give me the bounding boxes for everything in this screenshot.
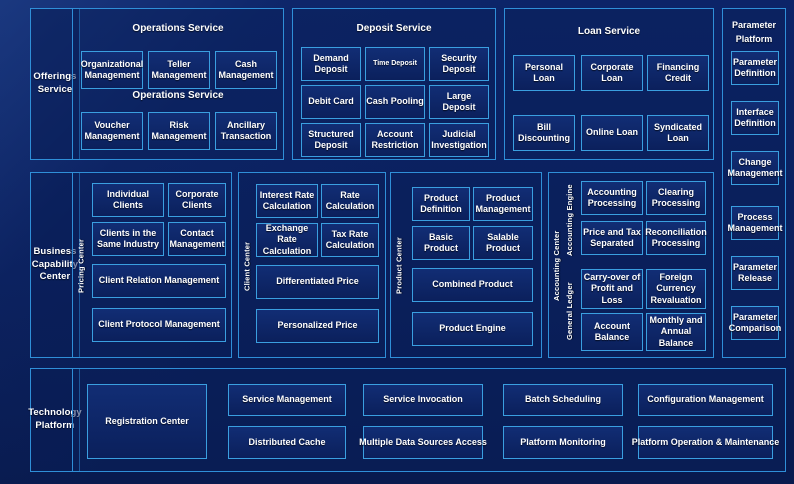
node-monthly-and-annual-balance[interactable]: Monthly and Annual Balance — [646, 313, 706, 351]
node-parameter-definition[interactable]: Parameter Definition — [731, 51, 779, 85]
group-title-parameter-platform: Parameter Platform — [731, 20, 777, 44]
node-client-protocol-management[interactable]: Client Protocol Management — [92, 308, 226, 342]
group-client-center[interactable]: Client Center Interest Rate Calculation … — [238, 172, 386, 358]
node-structured-deposit[interactable]: Structured Deposit — [301, 123, 361, 157]
tier-label-technology-platform-text: Technology Platform — [28, 407, 82, 431]
node-carry-over-of-profit-and-loss[interactable]: Carry-over of Profit and Loss — [581, 269, 643, 309]
tier-label-business-capability-center-text: Business Capability Center — [31, 245, 79, 283]
node-interest-rate-calculation[interactable]: Interest Rate Calculation — [256, 184, 318, 218]
node-basic-product[interactable]: Basic Product — [412, 226, 470, 260]
node-change-management[interactable]: Change Management — [728, 151, 783, 185]
node-configuration-management[interactable]: Configuration Management — [638, 384, 773, 416]
vertical-label-general-ledger: General Ledger — [565, 282, 574, 340]
node-corporate-clients[interactable]: Corporate Clients — [168, 183, 226, 217]
node-process-management[interactable]: Process Management — [728, 206, 783, 240]
node-syndicated-loan[interactable]: Syndicated Loan — [647, 115, 709, 151]
node-batch-scheduling[interactable]: Batch Scheduling — [503, 384, 623, 416]
node-corporate-loan[interactable]: Corporate Loan — [581, 55, 643, 91]
node-reconciliation-processing[interactable]: Reconciliation Processing — [645, 221, 707, 255]
node-contact-management[interactable]: Contact Management — [168, 222, 226, 256]
tier-label-offerings-service[interactable]: Offerings Service — [30, 8, 80, 160]
node-individual-clients[interactable]: Individual Clients — [92, 183, 164, 217]
node-foreign-currency-revaluation[interactable]: Foreign Currency Revaluation — [646, 269, 706, 309]
node-financing-credit[interactable]: Financing Credit — [647, 55, 709, 91]
node-multiple-data-sources-access[interactable]: Multiple Data Sources Access — [359, 426, 487, 459]
node-combined-product[interactable]: Combined Product — [412, 268, 533, 302]
node-parameter-comparison[interactable]: Parameter Comparison — [729, 306, 781, 340]
node-account-balance[interactable]: Account Balance — [581, 313, 643, 351]
group-title-deposit-service: Deposit Service — [356, 23, 432, 34]
vertical-label-client-center: Client Center — [242, 241, 252, 291]
vertical-label-accounting-engine: Accounting Engine — [565, 184, 574, 256]
node-ancillary-transaction[interactable]: Ancillary Transaction — [215, 112, 277, 150]
group-parameter-platform[interactable]: Parameter Platform Parameter Definition … — [722, 8, 786, 358]
node-parameter-release[interactable]: Parameter Release — [731, 256, 779, 290]
vertical-label-product-center: Product Center — [394, 237, 404, 295]
node-rate-calculation[interactable]: Rate Calculation — [321, 184, 379, 218]
node-organizational-management[interactable]: Organizational Management — [81, 51, 143, 89]
node-service-invocation[interactable]: Service Invocation — [363, 384, 483, 416]
node-client-relation-management[interactable]: Client Relation Management — [92, 264, 226, 298]
node-platform-monitoring[interactable]: Platform Monitoring — [503, 426, 623, 459]
node-clients-in-the-same-industry[interactable]: Clients in the Same Industry — [92, 222, 164, 256]
tier-label-offerings-service-text: Offerings Service — [33, 71, 77, 95]
group-pricing-center[interactable]: Pricing Center Individual Clients Corpor… — [72, 172, 232, 358]
node-product-management[interactable]: Product Management — [473, 187, 533, 221]
group-subtitle-operations-service: Operations Service — [132, 90, 224, 101]
node-differentiated-price[interactable]: Differentiated Price — [256, 265, 379, 299]
node-judicial-investigation[interactable]: Judicial Investigation — [429, 123, 489, 157]
node-salable-product[interactable]: Salable Product — [473, 226, 533, 260]
node-clearing-processing[interactable]: Clearing Processing — [646, 181, 706, 215]
node-distributed-cache[interactable]: Distributed Cache — [228, 426, 346, 459]
node-product-definition[interactable]: Product Definition — [412, 187, 470, 221]
group-technology-platform[interactable]: Registration Center Service Management D… — [72, 368, 786, 472]
node-teller-management[interactable]: Teller Management — [148, 51, 210, 89]
node-registration-center[interactable]: Registration Center — [87, 384, 207, 459]
node-voucher-management[interactable]: Voucher Management — [81, 112, 143, 150]
node-price-and-tax-separated[interactable]: Price and Tax Separated — [581, 221, 643, 255]
node-tax-rate-calculation[interactable]: Tax Rate Calculation — [321, 223, 379, 257]
node-debit-card[interactable]: Debit Card — [301, 85, 361, 119]
tier-label-business-capability-center[interactable]: Business Capability Center — [30, 172, 80, 358]
node-time-deposit[interactable]: Time Deposit — [365, 47, 425, 81]
node-online-loan[interactable]: Online Loan — [581, 115, 643, 151]
group-deposit-service[interactable]: Deposit Service Demand Deposit Time Depo… — [292, 8, 496, 160]
node-service-management[interactable]: Service Management — [228, 384, 346, 416]
node-large-deposit[interactable]: Large Deposit — [429, 85, 489, 119]
group-title-operations-service: Operations Service — [132, 23, 224, 34]
node-account-restriction[interactable]: Account Restriction — [365, 123, 425, 157]
node-platform-operation-and-maintenance[interactable]: Platform Operation & Maintenance — [632, 426, 779, 459]
group-title-loan-service: Loan Service — [577, 26, 641, 37]
node-personal-loan[interactable]: Personal Loan — [513, 55, 575, 91]
node-risk-management[interactable]: Risk Management — [148, 112, 210, 150]
node-cash-pooling[interactable]: Cash Pooling — [365, 85, 425, 119]
node-personalized-price[interactable]: Personalized Price — [256, 309, 379, 343]
node-exchange-rate-calculation[interactable]: Exchange Rate Calculation — [256, 223, 318, 257]
node-accounting-processing[interactable]: Accounting Processing — [581, 181, 643, 215]
node-interface-definition[interactable]: Interface Definition — [731, 101, 779, 135]
vertical-label-pricing-center: Pricing Center — [76, 238, 86, 294]
vertical-label-accounting-center: Accounting Center — [552, 230, 561, 302]
group-accounting-center[interactable]: Accounting Center Accounting Engine Gene… — [548, 172, 714, 358]
node-demand-deposit[interactable]: Demand Deposit — [301, 47, 361, 81]
node-security-deposit[interactable]: Security Deposit — [429, 47, 489, 81]
group-loan-service[interactable]: Loan Service Personal Loan Corporate Loa… — [504, 8, 714, 160]
group-operations-service[interactable]: Operations Service Operations Service Or… — [72, 8, 284, 160]
group-product-center[interactable]: Product Center Product Definition Produc… — [390, 172, 542, 358]
node-product-engine[interactable]: Product Engine — [412, 312, 533, 346]
node-cash-management[interactable]: Cash Management — [215, 51, 277, 89]
node-bill-discounting[interactable]: Bill Discounting — [513, 115, 575, 151]
